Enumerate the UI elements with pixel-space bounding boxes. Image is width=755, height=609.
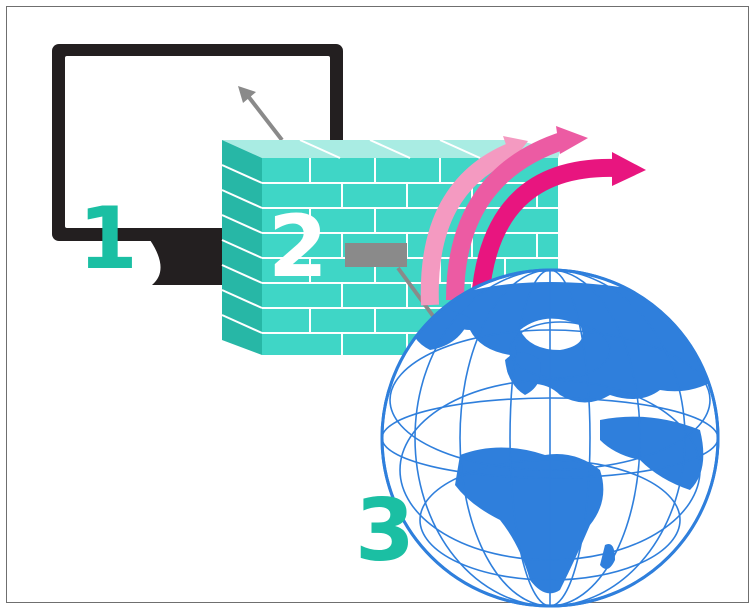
grid-lines bbox=[382, 270, 718, 606]
arrow-to-globe bbox=[396, 266, 438, 322]
globe-icon bbox=[380, 268, 720, 608]
step-number-2: 2 bbox=[268, 197, 328, 297]
step-number-3: 3 bbox=[355, 481, 415, 581]
step-number-1: 1 bbox=[78, 189, 138, 289]
arrow-to-monitor bbox=[238, 86, 284, 142]
curved-arrow-icon bbox=[420, 126, 646, 306]
continents bbox=[410, 282, 715, 594]
